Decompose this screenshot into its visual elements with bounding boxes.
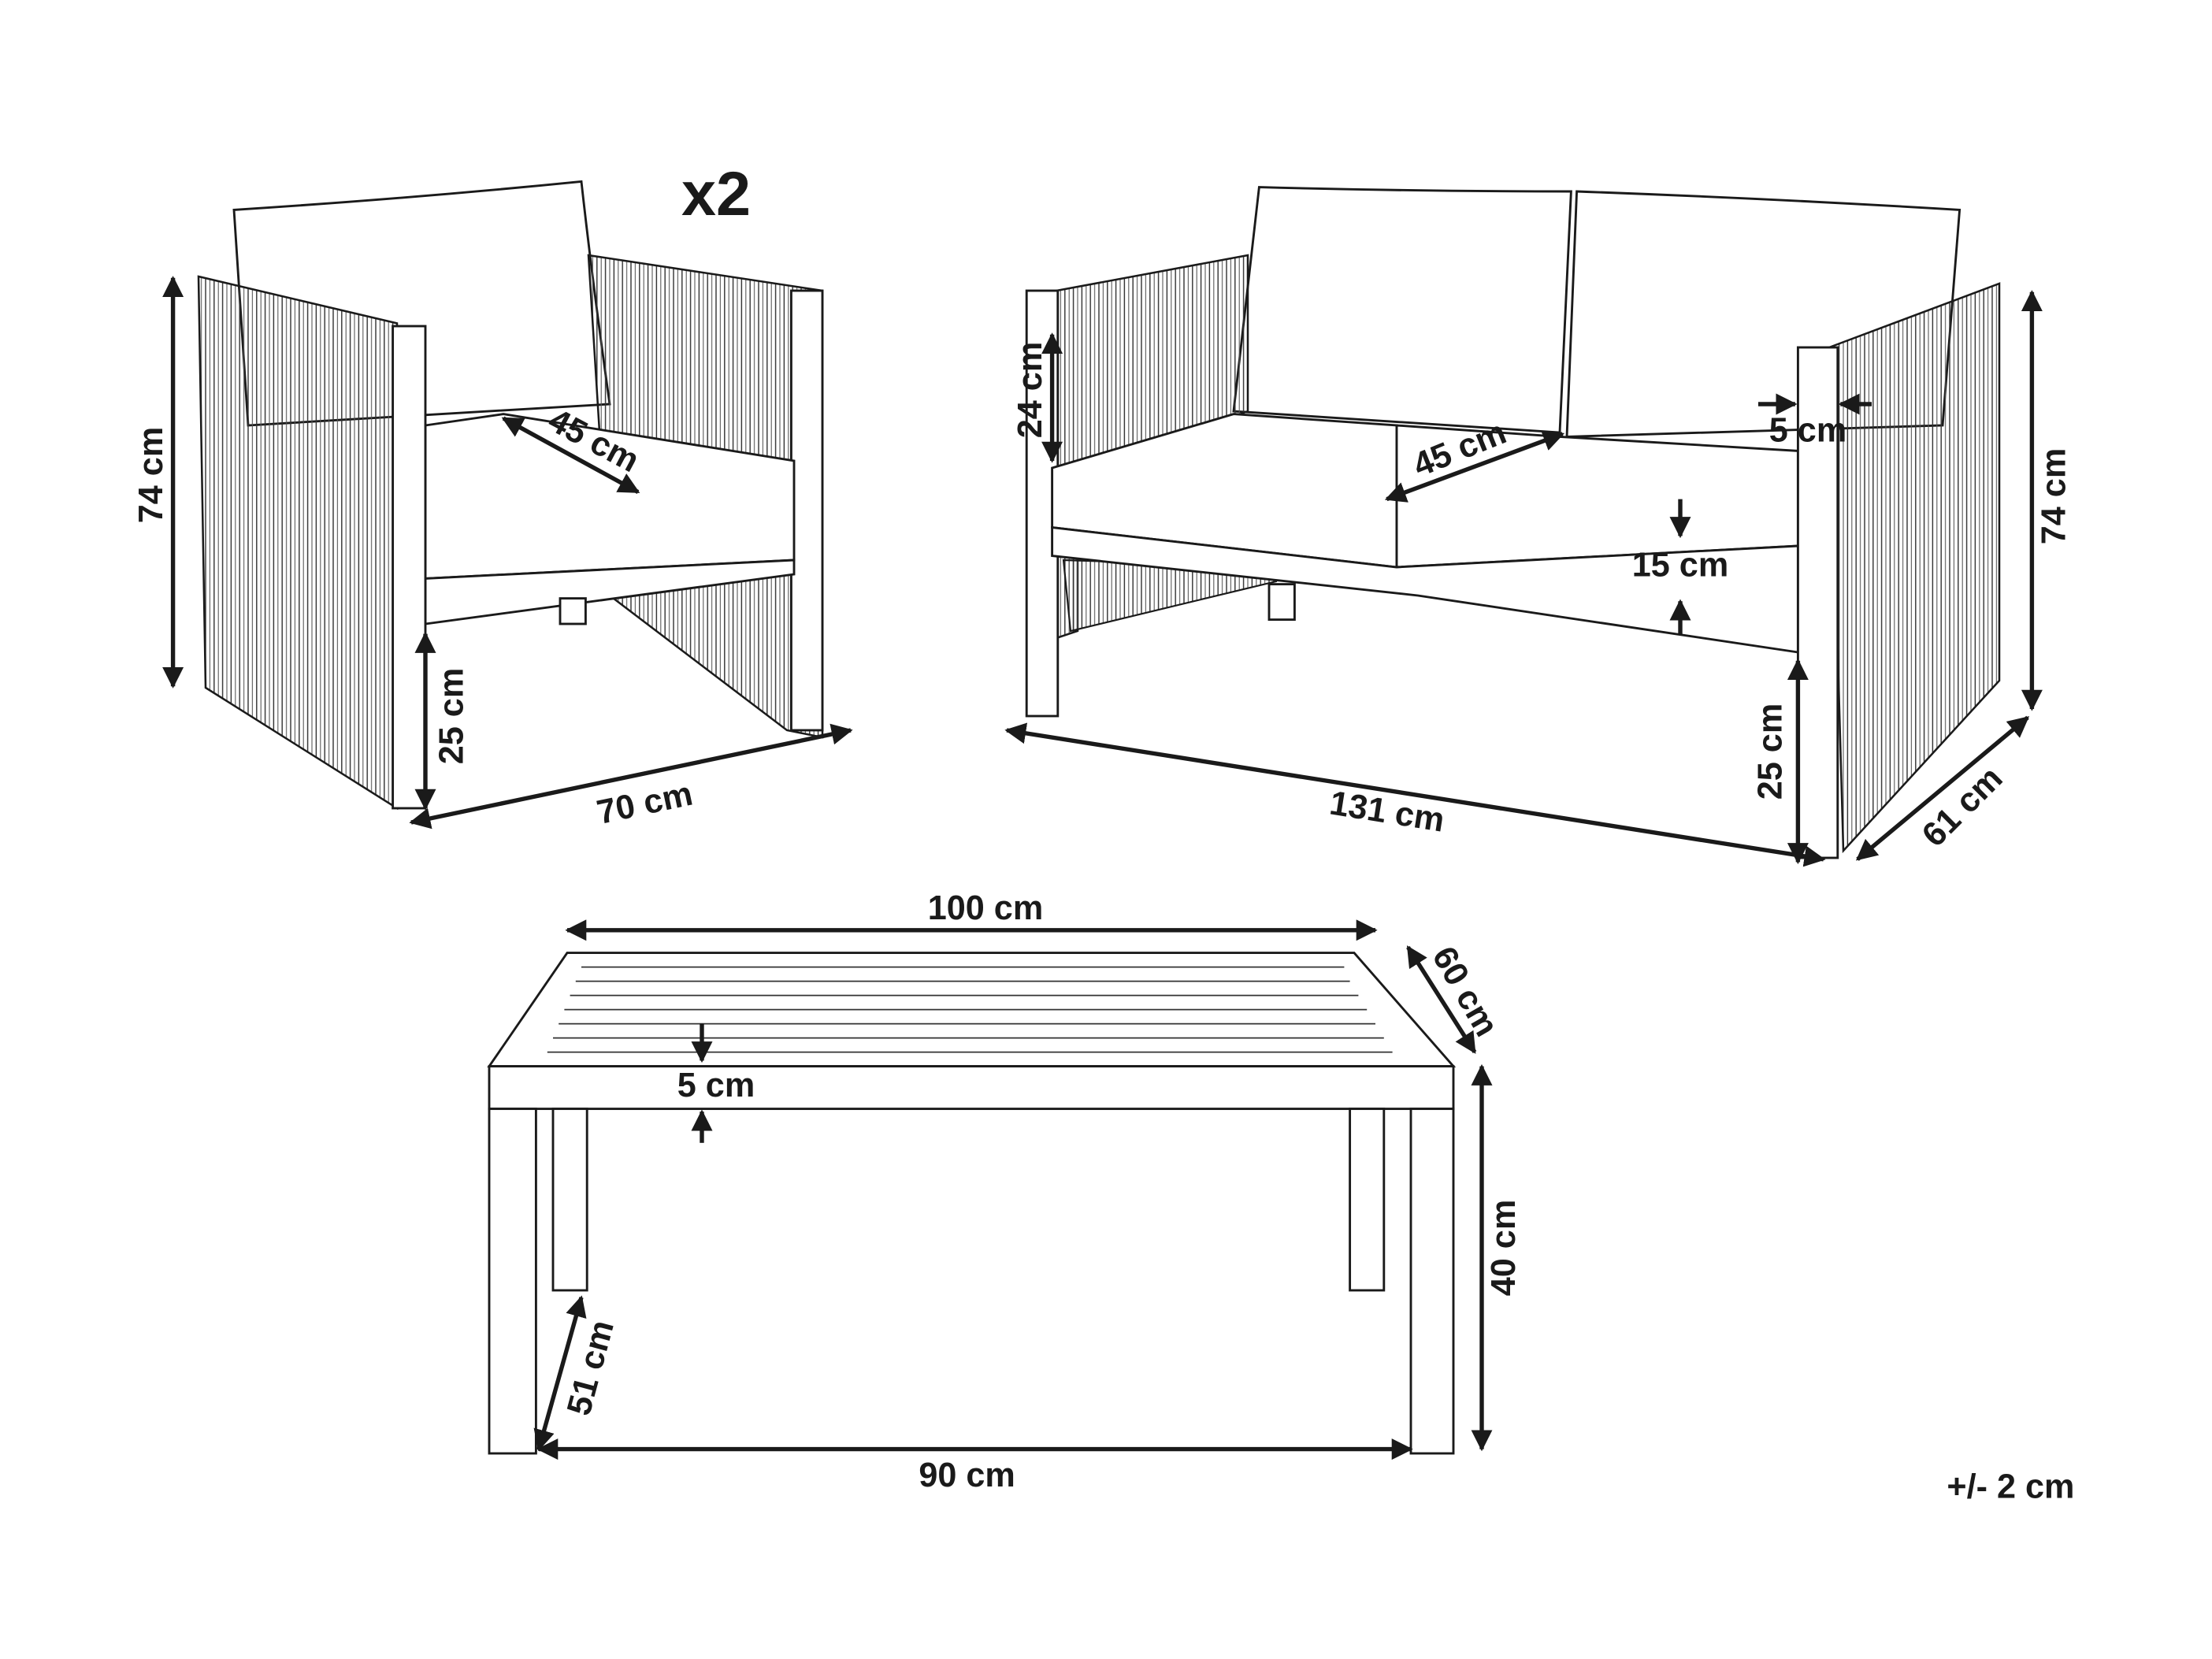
table-inner-depth-arrow [533, 1295, 587, 1452]
sofa-depth-arrow [1855, 715, 2030, 861]
sofa-arm-thickness-label: 5 cm [1769, 411, 1846, 449]
armchair-back-leg [559, 597, 587, 625]
table-height-label: 40 cm [1485, 1200, 1523, 1296]
sofa-cushion-label: 15 cm [1632, 546, 1728, 584]
armchair-front-post [392, 325, 427, 810]
sofa-left-back-cushion [1232, 186, 1572, 434]
armchair-height-label: 74 cm [132, 427, 170, 523]
quantity-label: x2 [681, 158, 751, 228]
table-back-left-leg [551, 1108, 588, 1292]
sofa-seat-depth-arrow [1384, 430, 1565, 503]
table-depth-arrow [1406, 945, 1477, 1054]
sofa-seat-height-label: 25 cm [1751, 703, 1789, 800]
armchair-width-arrow [409, 723, 853, 830]
armchair-seat-depth-arrow [501, 416, 640, 494]
armchair-width-label: 70 cm [594, 775, 696, 832]
sofa-width-arrow [1004, 722, 1826, 867]
table-apron [488, 1065, 1455, 1111]
sofa-width-label: 131 cm [1327, 784, 1447, 839]
sofa-height-label: 74 cm [2035, 448, 2073, 544]
armchair-left-arm-rope [197, 275, 399, 811]
table-top-thickness-label: 5 cm [677, 1067, 755, 1104]
table-back-right-leg [1349, 1108, 1386, 1292]
sofa-arm-height-label: 24 cm [1011, 342, 1049, 438]
table-width-label: 100 cm [928, 889, 1043, 927]
sofa-back-leg [1267, 583, 1296, 622]
table-drawing [487, 952, 1457, 1455]
armchair-seat-height-label: 25 cm [432, 668, 470, 764]
table-inner-depth-label: 51 cm [560, 1316, 622, 1420]
table-front-left-leg [488, 1108, 537, 1455]
table-front-right-leg [1409, 1108, 1455, 1455]
sofa-right-arm-rope [1828, 282, 2001, 854]
armchair-right-post [789, 289, 824, 732]
table-slats [547, 966, 1393, 1053]
tolerance-note: +/- 2 cm [1947, 1468, 2074, 1505]
table-inner-width-label: 90 cm [919, 1457, 1015, 1494]
armchair-drawing [197, 180, 824, 811]
